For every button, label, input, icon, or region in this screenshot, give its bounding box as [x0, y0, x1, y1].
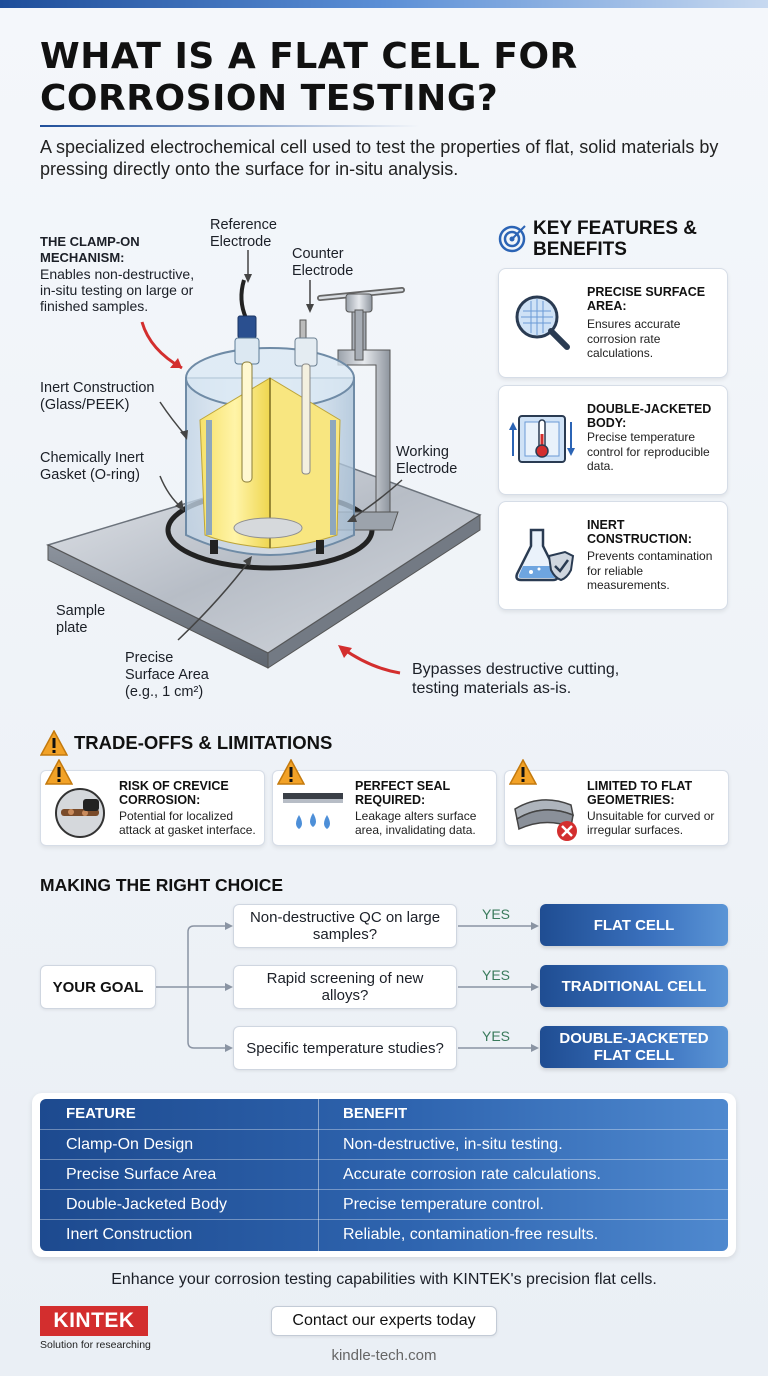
- feature-desc-double-jacketed: Precise temperature control for reproduc…: [587, 430, 710, 473]
- feature-desc-inert-construction: Prevents contamination for reliable meas…: [587, 549, 713, 592]
- clamp-mechanism-title: THE CLAMP-ON MECHANISM:: [40, 234, 140, 265]
- target-icon: [498, 225, 526, 253]
- gasket-label: Chemically Inert Gasket (O-ring): [40, 450, 144, 483]
- question-temperature: Specific temperature studies?: [233, 1026, 457, 1070]
- surface-area-label: Precise Surface Area (e.g., 1 cm²): [125, 650, 209, 700]
- feature-desc-surface-area: Ensures accurate corrosion rate calculat…: [587, 317, 681, 360]
- footer-tagline: Enhance your corrosion testing capabilit…: [111, 1271, 657, 1288]
- table-cell: Clamp-On Design: [66, 1136, 194, 1153]
- contact-experts-button[interactable]: Contact our experts today: [271, 1306, 497, 1336]
- table-row: Double-Jacketed Body Precise temperature…: [40, 1189, 728, 1218]
- table-cell: Precise Surface Area: [66, 1166, 217, 1183]
- tradeoff-desc-seal: Leakage alters surface area, invalidatin…: [355, 809, 477, 837]
- feature-card-inert-construction: INERT CONSTRUCTION: Prevents contaminati…: [498, 501, 728, 610]
- bypass-cutting-label: Bypasses destructive cutting, testing ma…: [412, 661, 620, 697]
- tradeoff-card-flat: LIMITED TO FLAT GEOMETRIES: Unsuitable f…: [504, 759, 729, 846]
- result-traditional-cell: TRADITIONAL CELL: [540, 965, 728, 1007]
- table-cell: Accurate corrosion rate calculations.: [343, 1166, 601, 1183]
- tradeoffs-title: TRADE-OFFS & LIMITATIONS: [74, 732, 333, 753]
- thermometer-icon: [509, 415, 575, 463]
- table-row: Precise Surface Area Accurate corrosion …: [40, 1159, 728, 1188]
- table-cell: Non-destructive, in-situ testing.: [343, 1136, 563, 1153]
- table-cell: Precise temperature control.: [343, 1196, 544, 1213]
- feature-card-surface-area: PRECISE SURFACE AREA: Ensures accurate c…: [498, 268, 728, 378]
- warning-icon: [509, 759, 537, 785]
- header-benefit: BENEFIT: [343, 1105, 408, 1122]
- table-cell: Inert Construction: [66, 1226, 193, 1243]
- clamp-mechanism-label: THE CLAMP-ON MECHANISM: Enables non-dest…: [40, 234, 210, 314]
- table-cell: Reliable, contamination-free results.: [343, 1226, 599, 1243]
- page-subtitle: A specialized electrochemical cell used …: [40, 137, 719, 179]
- choice-flow-lines: [156, 922, 539, 1052]
- tradeoff-desc-flat: Unsuitable for curved or irregular surfa…: [587, 809, 715, 837]
- key-features-title: KEY FEATURES & BENEFITS: [533, 218, 697, 260]
- curved-surface-icon: [514, 799, 577, 841]
- crevice-corrosion-icon: [55, 788, 105, 838]
- clamp-mechanism-desc: Enables non-destructive, in-situ testing…: [40, 266, 195, 314]
- warning-icon: [277, 759, 305, 785]
- warning-icon: [40, 730, 68, 756]
- kintek-logo: KINTEK: [40, 1306, 148, 1336]
- tradeoff-title-flat: LIMITED TO FLAT GEOMETRIES:: [587, 779, 693, 807]
- tradeoff-title-crevice: RISK OF CREVICE CORROSION:: [119, 779, 229, 807]
- key-features-header: KEY FEATURES & BENEFITS: [497, 216, 747, 266]
- result-double-jacketed: DOUBLE-JACKETED FLAT CELL: [540, 1026, 728, 1068]
- feature-title-double-jacketed: DOUBLE-JACKETED BODY:: [587, 402, 712, 430]
- flat-cell-drawing: [45, 250, 482, 675]
- tradeoff-title-seal: PERFECT SEAL REQUIRED:: [355, 779, 450, 807]
- flask-shield-icon: [515, 528, 575, 582]
- counter-electrode-label: Counter Electrode: [292, 246, 354, 279]
- reference-electrode-label: Reference Electrode: [210, 217, 277, 250]
- feature-title-inert-construction: INERT CONSTRUCTION:: [587, 518, 692, 546]
- title-divider: [40, 125, 420, 127]
- magnifier-icon: [515, 295, 570, 350]
- feature-benefit-table: FEATURE BENEFIT Clamp-On Design Non-dest…: [32, 1093, 736, 1257]
- feature-title-surface-area: PRECISE SURFACE AREA:: [587, 285, 706, 313]
- yes-label: YES: [482, 906, 511, 922]
- feature-card-double-jacketed: DOUBLE-JACKETED BODY: Precise temperatur…: [498, 385, 728, 495]
- result-flat-cell: FLAT CELL: [540, 904, 728, 946]
- page-title: WHAT IS A FLAT CELL FOR CORROSION TESTIN…: [40, 36, 578, 119]
- tradeoff-desc-crevice: Potential for localized attack at gasket…: [119, 809, 256, 837]
- tradeoffs-header: TRADE-OFFS & LIMITATIONS: [40, 728, 540, 758]
- table-cell: Double-Jacketed Body: [66, 1196, 227, 1213]
- table-header: FEATURE BENEFIT: [40, 1099, 728, 1128]
- question-rapid-screening: Rapid screening of new alloys?: [233, 965, 457, 1009]
- flat-cell-illustration: THE CLAMP-ON MECHANISM: Enables non-dest…: [0, 200, 619, 720]
- question-nondestructive: Non-destructive QC on large samples?: [233, 904, 457, 948]
- choice-title: MAKING THE RIGHT CHOICE: [40, 875, 284, 895]
- table-row: Clamp-On Design Non-destructive, in-situ…: [40, 1129, 728, 1158]
- yes-label: YES: [482, 967, 511, 983]
- tradeoff-card-crevice: RISK OF CREVICE CORROSION: Potential for…: [40, 759, 265, 846]
- logo-subtitle: Solution for researching: [40, 1339, 151, 1351]
- top-accent-bar: [0, 0, 768, 8]
- tradeoff-card-seal: PERFECT SEAL REQUIRED: Leakage alters su…: [272, 759, 497, 846]
- warning-icon: [45, 759, 73, 785]
- header-feature: FEATURE: [66, 1105, 136, 1122]
- working-electrode-label: Working Electrode: [396, 444, 458, 477]
- sample-plate-label: Sample plate: [56, 603, 106, 636]
- yes-label: YES: [482, 1028, 511, 1044]
- your-goal-box: YOUR GOAL: [40, 965, 156, 1009]
- inert-construction-label: Inert Construction (Glass/PEEK): [40, 380, 155, 413]
- water-drops-icon: [283, 793, 343, 829]
- website-link[interactable]: kindle-tech.com: [331, 1347, 437, 1364]
- table-row: Inert Construction Reliable, contaminati…: [40, 1219, 728, 1248]
